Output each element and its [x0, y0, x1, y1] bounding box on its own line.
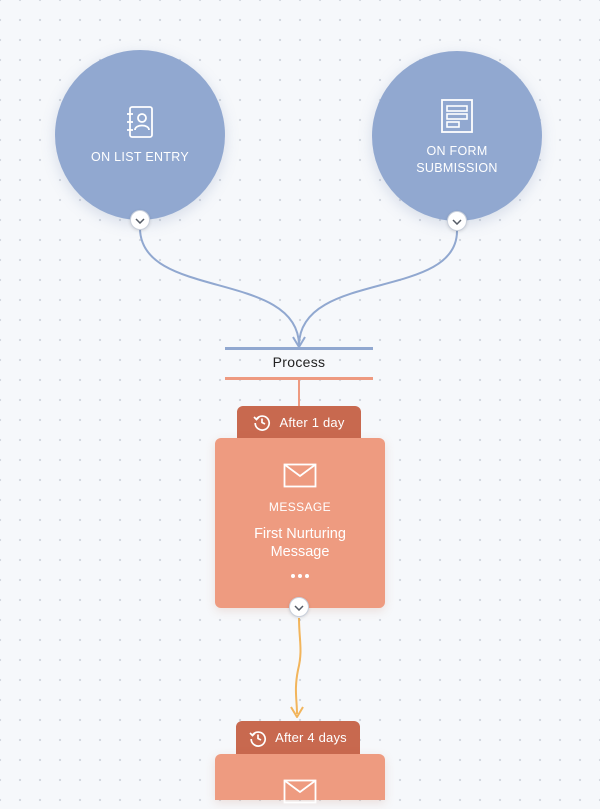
- connector-arrowhead: [292, 336, 306, 348]
- step-card-message[interactable]: MESSAGE First Nurturing Message: [215, 438, 385, 617]
- contact-book-icon: [124, 105, 156, 144]
- connector-step-1-to-step-2: [294, 617, 302, 715]
- process-label[interactable]: Process: [272, 354, 326, 370]
- more-options-icon[interactable]: [215, 574, 385, 578]
- step-type-label: MESSAGE: [268, 500, 332, 514]
- clock-history-icon: [253, 413, 271, 431]
- trigger-label: ON FORM SUBMISSION: [416, 144, 498, 175]
- envelope-icon: [283, 463, 317, 493]
- process-bar-bottom: [225, 377, 373, 380]
- connector-list-entry-to-process: [139, 227, 300, 346]
- delay-tab-step-1[interactable]: After 1 day: [237, 406, 361, 438]
- envelope-icon: [283, 779, 317, 809]
- chevron-down-icon: [294, 598, 304, 616]
- form-icon: [440, 98, 474, 139]
- expand-chevron-button[interactable]: [447, 211, 467, 231]
- delay-tab-step-2[interactable]: After 4 days: [236, 721, 360, 754]
- expand-chevron-button[interactable]: [289, 597, 309, 617]
- delay-label: After 1 day: [279, 414, 345, 430]
- step-title: First Nurturing Message: [254, 526, 346, 560]
- connector-form-submission-to-process: [298, 230, 458, 346]
- trigger-on-form-submission[interactable]: ON FORM SUBMISSION: [372, 51, 542, 231]
- process-bar-top: [225, 347, 373, 350]
- delay-label: After 4 days: [275, 730, 347, 745]
- expand-chevron-button[interactable]: [130, 210, 150, 230]
- step-card-message-2[interactable]: [215, 754, 385, 804]
- clock-history-icon: [249, 729, 267, 747]
- trigger-label: ON LIST ENTRY: [91, 150, 189, 164]
- trigger-on-list-entry[interactable]: ON LIST ENTRY: [55, 50, 225, 230]
- connector-arrowhead-orange: [290, 706, 304, 718]
- chevron-down-icon: [452, 212, 462, 230]
- chevron-down-icon: [135, 211, 145, 229]
